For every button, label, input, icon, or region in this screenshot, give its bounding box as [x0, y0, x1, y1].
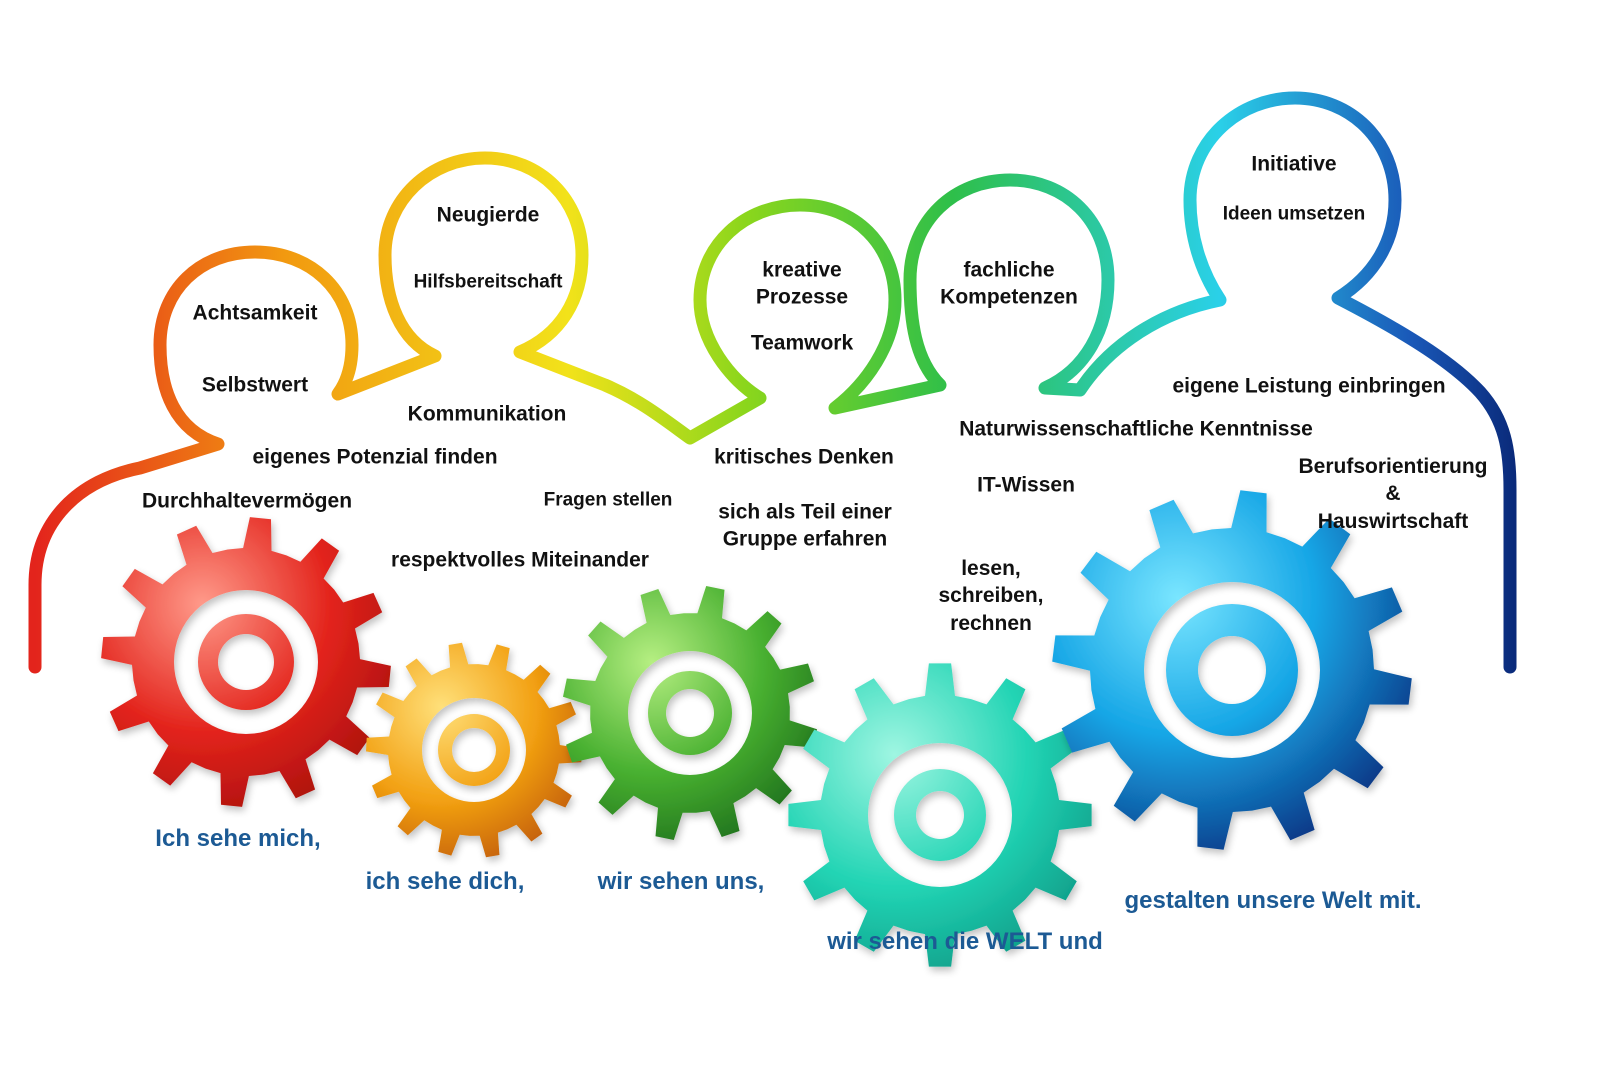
label-fragen-stellen: Fragen stellen	[543, 489, 673, 511]
teal-gear-icon	[788, 663, 1092, 967]
label-achtsamkeit: Achtsamkeit	[192, 301, 318, 325]
label-berufsorientierung: Berufsorientierung & Hauswirtschaft	[1298, 455, 1488, 533]
label-eigene-leistung: eigene Leistung einbringen	[1172, 374, 1446, 398]
green-gear-icon	[563, 586, 817, 840]
label-durchhaltevermoegen: Durchhaltevermögen	[141, 489, 353, 513]
label-teil-einer-gruppe: sich als Teil einer Gruppe erfahren	[718, 500, 892, 551]
slogan-wir-sehen-die-welt: wir sehen die WELT und	[827, 928, 1103, 955]
label-hilfsbereitschaft: Hilfsbereitschaft	[413, 271, 563, 293]
red-gear-icon	[101, 517, 391, 807]
label-neugierde: Neugierde	[436, 203, 540, 227]
label-teamwork: Teamwork	[750, 331, 854, 355]
label-ideen-umsetzen: Ideen umsetzen	[1222, 203, 1366, 225]
label-naturwissenschaftliche-kenntnisse: Naturwissenschaftliche Kenntnisse	[959, 417, 1313, 441]
label-initiative: Initiative	[1251, 152, 1337, 176]
label-kritisches-denken: kritisches Denken	[714, 445, 894, 469]
slogan-ich-sehe-mich: Ich sehe mich,	[155, 825, 321, 852]
people-outline	[28, 91, 1517, 674]
blue-gear-icon	[1052, 490, 1412, 850]
slogan-ich-sehe-dich: ich sehe dich,	[365, 868, 525, 895]
label-fachliche-kompetenzen: fachliche Kompetenzen	[940, 258, 1078, 309]
slogan-wir-sehen-uns: wir sehen uns,	[597, 868, 765, 895]
label-kommunikation: Kommunikation	[407, 402, 567, 426]
label-selbstwert: Selbstwert	[201, 373, 309, 397]
label-it-wissen: IT-Wissen	[977, 473, 1075, 497]
label-respektvolles-miteinander: respektvolles Miteinander	[391, 548, 649, 572]
label-kreative-prozesse: kreative Prozesse	[755, 258, 849, 309]
label-lesen-schreiben-rechnen: lesen, schreiben, rechnen	[938, 557, 1044, 635]
slogan-gestalten-unsere-welt: gestalten unsere Welt mit.	[1124, 887, 1422, 914]
label-eigenes-potenzial: eigenes Potenzial finden	[252, 445, 498, 469]
orange-gear-icon	[366, 642, 582, 858]
